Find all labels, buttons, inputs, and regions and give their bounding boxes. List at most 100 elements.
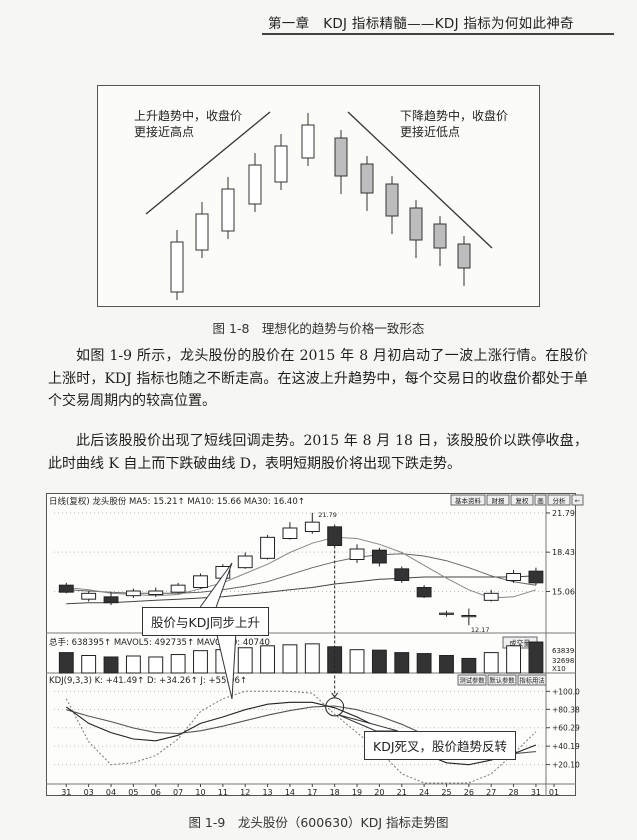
down-candle-5 bbox=[433, 223, 447, 249]
down-candle-6 bbox=[457, 243, 471, 269]
x-label-3: 04 bbox=[106, 788, 116, 797]
candle-14 bbox=[349, 548, 365, 560]
x-label-19: 26 bbox=[464, 788, 474, 797]
volume-legend: 总手: 638395↑ MAVOL5: 492735↑ MAVOL10: 407… bbox=[49, 637, 270, 648]
volume-bar-18 bbox=[439, 655, 454, 674]
downtrend-line bbox=[347, 111, 493, 249]
idealized-trend-diagram bbox=[145, 111, 493, 300]
candle-11 bbox=[282, 527, 298, 539]
volume-bar-14 bbox=[349, 649, 365, 674]
figure-1-8-caption: 图 1-8 理想化的趋势与价格一致形态 bbox=[212, 321, 425, 336]
uptrend-line bbox=[145, 111, 271, 215]
toolbar-button-6 bbox=[571, 494, 584, 506]
kdj-button-3 bbox=[517, 674, 547, 686]
paragraph-1: 如图 1-9 所示，龙头股份的股价在 2015 年 8 月初启动了一波上涨行情。… bbox=[48, 348, 588, 409]
low-price-marker: 12.17 bbox=[471, 626, 490, 634]
x-label-23: 01 bbox=[549, 788, 559, 797]
candle-2 bbox=[81, 592, 97, 600]
x-label-5: 06 bbox=[151, 788, 161, 797]
up-candle-2 bbox=[195, 213, 209, 251]
candle-21 bbox=[506, 573, 522, 581]
down-candle-1 bbox=[334, 137, 348, 177]
candle-22 bbox=[528, 570, 544, 584]
candle-3 bbox=[103, 596, 119, 604]
toolbar-label-1: 基本资料 bbox=[455, 496, 482, 505]
kdj-axis-label-5: +20.10 bbox=[552, 761, 580, 770]
volume-bar-16 bbox=[394, 652, 410, 674]
x-label-17: 24 bbox=[419, 788, 429, 797]
kdj-axis-label-2: +80.38 bbox=[552, 705, 580, 714]
kdj-k-line bbox=[65, 701, 537, 766]
up-candle-4 bbox=[248, 164, 262, 205]
x-label-14: 19 bbox=[352, 788, 362, 797]
volume-bar-1 bbox=[58, 652, 74, 674]
x-label-11: 14 bbox=[285, 788, 295, 797]
x-label-9: 12 bbox=[240, 788, 250, 797]
volume-axis-label-2: 32698 bbox=[552, 657, 574, 665]
kdj-button-2 bbox=[487, 674, 517, 686]
candle-20 bbox=[483, 592, 499, 601]
toolbar-button-3 bbox=[510, 494, 534, 506]
high-price-marker: 21.79 bbox=[318, 511, 337, 519]
price-axis-label-3: 15.06 bbox=[552, 587, 575, 596]
toolbar-label-3: 复权 bbox=[516, 496, 530, 505]
candle-16 bbox=[394, 568, 410, 582]
x-label-18: 25 bbox=[441, 788, 451, 797]
x-label-20: 27 bbox=[486, 788, 496, 797]
callout-death-cross: KDJ死叉，股价趋势反转 bbox=[364, 731, 517, 760]
price-axis-label-1: 21.79 bbox=[552, 509, 575, 518]
candle-15 bbox=[371, 549, 387, 564]
x-label-8: 11 bbox=[218, 788, 228, 797]
down-candle-3 bbox=[385, 183, 399, 217]
toolbar-label-4: 画 bbox=[537, 497, 544, 505]
candle-18 bbox=[439, 612, 454, 615]
volume-bar-20 bbox=[483, 652, 499, 674]
kdj-button-1 bbox=[457, 674, 487, 686]
volume-axis-label-3: X10 bbox=[552, 665, 566, 673]
toolbar-label-2: 财报 bbox=[492, 496, 506, 505]
x-label-21: 28 bbox=[508, 788, 518, 797]
candle-10 bbox=[260, 536, 276, 559]
candle-9 bbox=[237, 555, 253, 569]
kdj-axis-label-4: +40.19 bbox=[552, 742, 580, 751]
toolbar-label-6: ← bbox=[575, 497, 581, 505]
ma30-line bbox=[66, 575, 536, 605]
ma10-line bbox=[66, 553, 536, 594]
candle-19 bbox=[461, 615, 477, 618]
toolbar-label-5: 分析 bbox=[553, 496, 567, 505]
candle-17 bbox=[416, 587, 432, 598]
x-label-6: 07 bbox=[173, 788, 183, 797]
x-label-2: 03 bbox=[84, 788, 94, 797]
header-rule bbox=[262, 33, 614, 35]
uptrend-label-line2: 更接近高点 bbox=[134, 125, 195, 139]
downtrend-label-line2: 更接近低点 bbox=[400, 125, 461, 139]
x-label-13: 18 bbox=[330, 788, 340, 797]
kdj-legend: KDJ(9,3,3) K: +41.49↑ D: +34.26↑ J: +55.… bbox=[49, 676, 247, 686]
kdj-button-label-3: 指标用法 bbox=[519, 676, 544, 685]
volume-bar-21 bbox=[506, 645, 522, 674]
x-label-15: 20 bbox=[374, 788, 384, 797]
uptrend-label: 上升趋势中，收盘价 更接近高点 bbox=[134, 108, 242, 140]
x-label-10: 13 bbox=[262, 788, 272, 797]
volume-bar-6 bbox=[170, 654, 186, 674]
candle-7 bbox=[193, 575, 208, 589]
candle-1 bbox=[58, 584, 74, 593]
downtrend-label: 下降趋势中，收盘价 更接近低点 bbox=[400, 108, 508, 140]
figure-1-8: 上升趋势中，收盘价 更接近高点 下降趋势中，收盘价 更接近低点 bbox=[97, 85, 540, 307]
downtrend-label-line1: 下降趋势中，收盘价 bbox=[400, 109, 509, 123]
candle-5 bbox=[148, 590, 164, 595]
candle-12 bbox=[304, 521, 320, 532]
volume-bar-17 bbox=[416, 653, 432, 674]
volume-bar-9 bbox=[237, 647, 253, 674]
death-cross-circle bbox=[325, 697, 345, 717]
x-label-22: 31 bbox=[531, 788, 541, 797]
x-label-4: 05 bbox=[128, 788, 138, 797]
x-label-7: 10 bbox=[195, 788, 205, 797]
volume-bar-3 bbox=[103, 656, 119, 674]
up-candle-3 bbox=[221, 188, 235, 232]
volume-bar-5 bbox=[148, 656, 164, 674]
toolbar-button-1 bbox=[450, 494, 486, 506]
toolbar-button-4 bbox=[534, 494, 547, 506]
ma5-line bbox=[66, 536, 537, 599]
up-candle-5 bbox=[274, 145, 288, 183]
